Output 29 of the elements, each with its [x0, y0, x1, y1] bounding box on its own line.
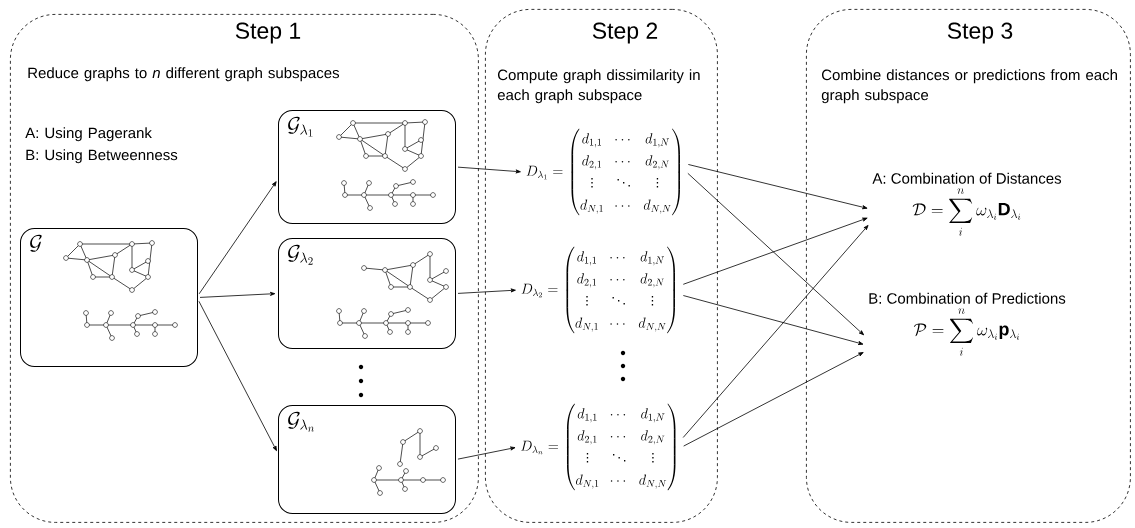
description-text: Reduce graphs to n different graph subspaces — [28, 67, 340, 82]
arrow — [199, 291, 276, 298]
step-title: Step 3 — [947, 22, 1013, 44]
description-text: A: Using Pagerank — [25, 127, 152, 142]
graph-box: $\mathcal{G}_{\lambda_1}$ — [278, 110, 456, 224]
arrow — [682, 225, 869, 438]
graph-box: $\mathcal{G}_{\lambda_n}$ — [278, 405, 456, 514]
arrow — [687, 164, 868, 210]
graph-box: $\mathcal{G}$ — [20, 228, 198, 367]
arrow — [198, 181, 277, 295]
arrow — [198, 300, 277, 452]
description-text: B: Using Betweenness — [26, 149, 178, 164]
arrow — [457, 166, 521, 174]
combination-formula: B: Combination of Predictions $\mathcal{P} = \sum_{i}^{n} \omega_{\lambda_i} \mathbf{p}_{\lambda_i}$ — [869, 292, 1066, 356]
description-text: Compute graph dissimilarity in each graph subspace — [497, 69, 700, 104]
step-title: Step 2 — [592, 22, 658, 44]
arrow — [457, 446, 516, 460]
matrix-formula: $D_{\lambda_2} = \begin{pmatrix} d_{1,1} & \cdots & d_{1,N} \\ d_{2,1} & \cdots & d_{2,N} \\ \vdots & \ddots & \vdots \\ d_{N,1} & \cdots & d_{N,N} \end{pmatrix}$ — [521, 246, 675, 334]
matrix-formula: $D_{\lambda_1} = \begin{pmatrix} d_{1,1} & \cdots & d_{1,N} \\ d_{2,1} & \cdots & d_{2,N} \\ \vdots & \ddots & \vdots \\ d_{N,1} & \cdots & d_{N,N} \end{pmatrix}$ — [526, 128, 680, 216]
arrow — [682, 295, 864, 345]
arrow — [682, 217, 868, 285]
combination-formula: A: Combination of Distances $\mathcal{D} = \sum_{i}^{n} \omega_{\lambda_i} \mathbf{D}_{\lambda_i}$ — [872, 172, 1062, 236]
arrow — [683, 352, 864, 447]
description-text: Combine distances or predictions from each graph subspace — [821, 69, 1117, 104]
step-title: Step 1 — [235, 22, 301, 44]
arrow — [457, 288, 516, 294]
matrix-formula: $D_{\lambda_n} = \begin{pmatrix} d_{1,1} & \cdots & d_{1,N} \\ d_{2,1} & \cdots & d_{2,N} \\ \vdots & \ddots & \vdots \\ d_{N,1} & \cdots & d_{N,N} \end{pmatrix}$ — [521, 403, 676, 491]
graph-box: $\mathcal{G}_{\lambda_2}$ — [278, 238, 456, 349]
arrow — [687, 172, 865, 336]
